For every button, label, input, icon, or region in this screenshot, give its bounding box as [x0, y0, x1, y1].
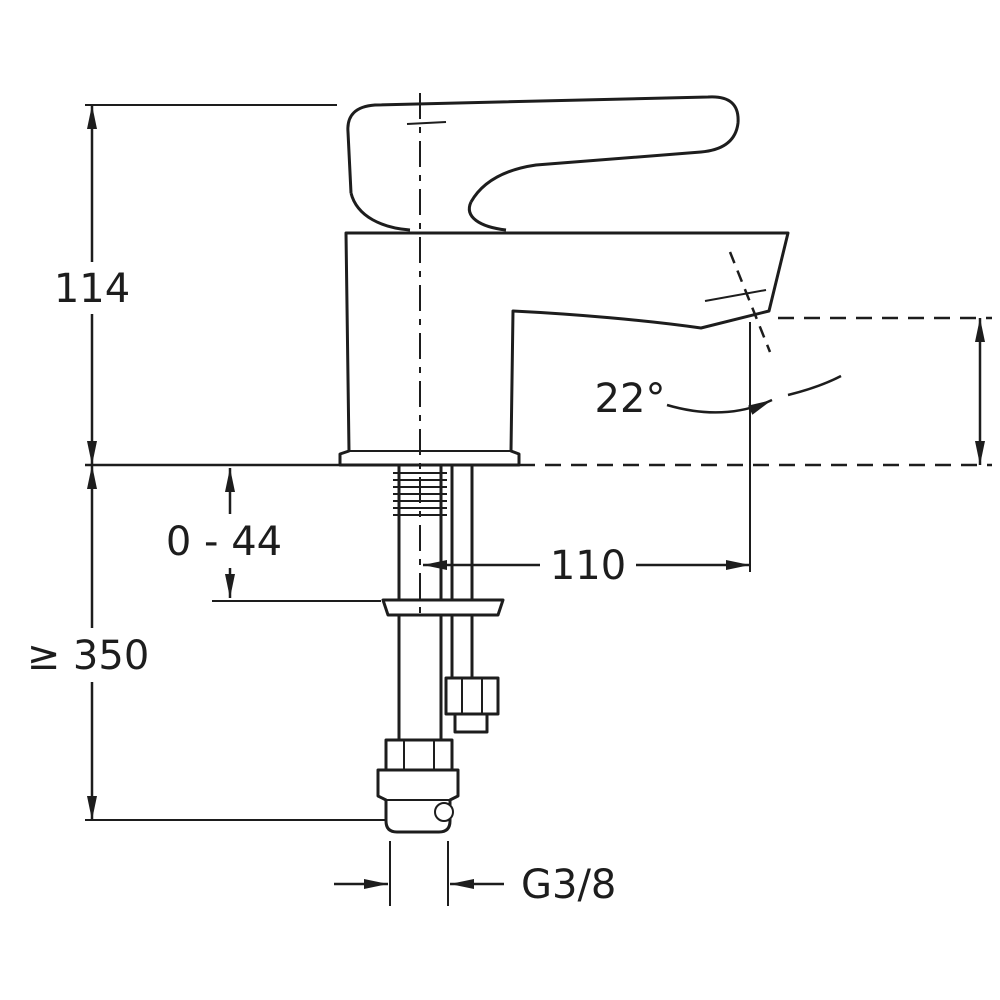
handle-top-mark: [406, 121, 447, 125]
lock-nut: [384, 738, 454, 772]
dim-label-350: ≥ 350: [27, 633, 150, 679]
dim-label-0-44: 0 - 44: [166, 519, 282, 565]
hex-fitting-facets: [461, 678, 483, 714]
hose-hex-fitting: [444, 676, 500, 716]
dim-label-114: 114: [54, 266, 130, 312]
dimension-thread-size: G3/8: [334, 841, 616, 908]
label-backing: [48, 262, 138, 314]
label-backing: [540, 539, 636, 591]
supply-hose-lower: [450, 613, 474, 680]
faucet-lever-handle: [346, 95, 740, 203]
hose-end-tube: [453, 712, 489, 734]
dimension-min-depth: ≥ 350: [22, 465, 386, 821]
label-backing: [22, 628, 156, 682]
threaded-shank-lower: [397, 613, 443, 742]
dimension-spout-height: [778, 316, 992, 465]
faucet-body-and-spout: [338, 231, 790, 467]
spout-aerator-line: [704, 289, 767, 302]
lock-nut-facets: [403, 740, 435, 770]
handle-dome-right: [467, 201, 507, 232]
angle-label-22: 22°: [595, 376, 666, 422]
supply-nut-detail-circle: [434, 802, 454, 822]
spout-tilt-axis-dashed: [728, 251, 772, 353]
angle-leader-arc: [666, 398, 773, 415]
angle-arc-continuation: [787, 374, 842, 397]
dimension-deck-thickness: 0 - 44: [158, 468, 381, 602]
supply-hose-upper: [450, 463, 474, 602]
dimension-spout-reach: 110: [423, 322, 751, 591]
angle-annotation-22: 22°: [595, 251, 842, 422]
faucet-outline: [338, 93, 790, 834]
mounting-washer-plate: [381, 598, 505, 617]
thread-label-g38: G3/8: [521, 862, 616, 908]
label-backing: [158, 514, 292, 568]
handle-dome-left: [349, 192, 411, 232]
dim-label-110: 110: [550, 543, 626, 589]
dimension-height-above-deck: 114: [48, 104, 337, 465]
below-deck-hardware: [376, 463, 505, 834]
